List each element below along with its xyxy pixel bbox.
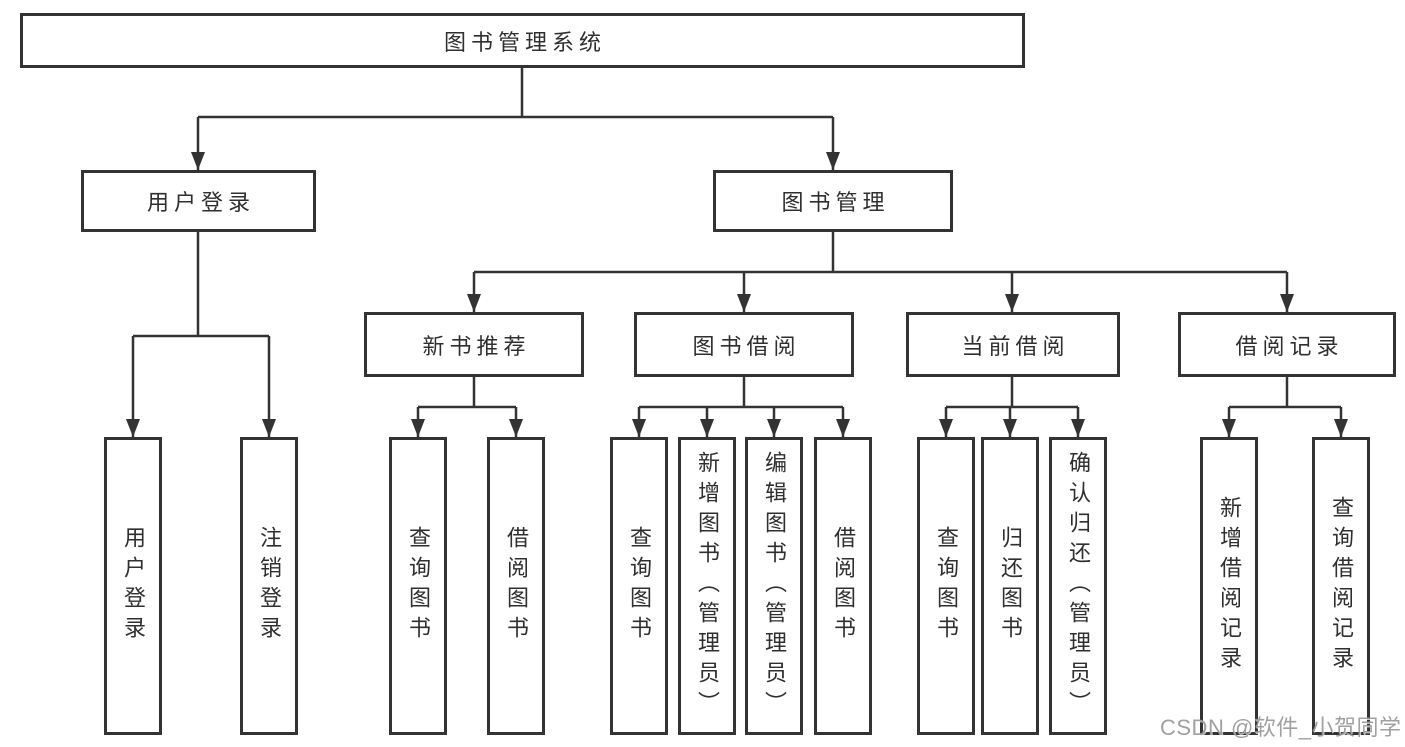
connector-book-mgmt-to-level3 [472,232,1289,312]
node-book-management: 图书管理 [713,170,953,232]
node-new-book-recommend-label: 新书推荐 [422,333,531,359]
leaf-user-login: 用户登录 [104,437,162,735]
node-root-label: 图书管理系统 [443,29,606,55]
node-new-book-recommend: 新书推荐 [364,312,584,377]
leaf-query-books-2: 查询图书 [610,437,668,735]
node-root: 图书管理系统 [20,13,1025,68]
leaf-query-books-3: 查询图书 [917,437,975,735]
leaf-borrow-books-2: 借阅图书 [814,437,872,735]
node-book-borrow-label: 图书借阅 [692,333,801,359]
node-user-login-label: 用户登录 [146,190,255,215]
leaf-confirm-return-admin-label: 确认归还（管理员） [1066,451,1091,721]
leaf-query-books-1-label: 查询图书 [406,526,431,646]
node-current-borrow: 当前借阅 [906,312,1120,377]
connector-book-borrow-children [637,377,845,437]
node-current-borrow-label: 当前借阅 [961,333,1070,359]
leaf-return-books-label: 归还图书 [998,526,1023,646]
leaf-add-books-admin-label: 新增图书（管理员） [695,451,720,721]
leaf-add-borrow-record-label: 新增借阅记录 [1217,496,1242,676]
leaf-add-books-admin: 新增图书（管理员） [678,437,736,735]
leaf-logout: 注销登录 [240,437,298,735]
leaf-borrow-books-2-label: 借阅图书 [831,526,856,646]
node-book-management-label: 图书管理 [781,190,890,215]
connector-root-to-level2 [196,68,835,170]
leaf-edit-books-admin: 编辑图书（管理员） [745,437,803,735]
csdn-watermark: CSDN @软件_小贺同学 [1160,715,1402,740]
leaf-edit-books-admin-label: 编辑图书（管理员） [762,451,787,721]
arrowheads [126,152,1348,437]
node-user-login: 用户登录 [81,170,316,232]
leaf-user-login-label: 用户登录 [121,526,146,646]
leaf-query-borrow-record-label: 查询借阅记录 [1329,496,1354,676]
node-borrow-record: 借阅记录 [1178,312,1396,377]
connector-borrow-record-children [1227,377,1343,437]
connector-user-login-children [131,232,271,437]
connector-new-book-children [416,377,518,437]
leaf-return-books: 归还图书 [981,437,1039,735]
leaf-borrow-books-1: 借阅图书 [487,437,545,735]
leaf-confirm-return-admin: 确认归还（管理员） [1049,437,1107,735]
leaf-query-books-2-label: 查询图书 [627,526,652,646]
leaf-add-borrow-record: 新增借阅记录 [1200,437,1258,735]
leaf-logout-label: 注销登录 [257,526,282,646]
leaf-query-borrow-record: 查询借阅记录 [1312,437,1370,735]
node-borrow-record-label: 借阅记录 [1235,333,1344,359]
leaf-query-books-1: 查询图书 [389,437,447,735]
leaf-query-books-3-label: 查询图书 [934,526,959,646]
node-book-borrow: 图书借阅 [634,312,854,377]
leaf-borrow-books-1-label: 借阅图书 [504,526,529,646]
